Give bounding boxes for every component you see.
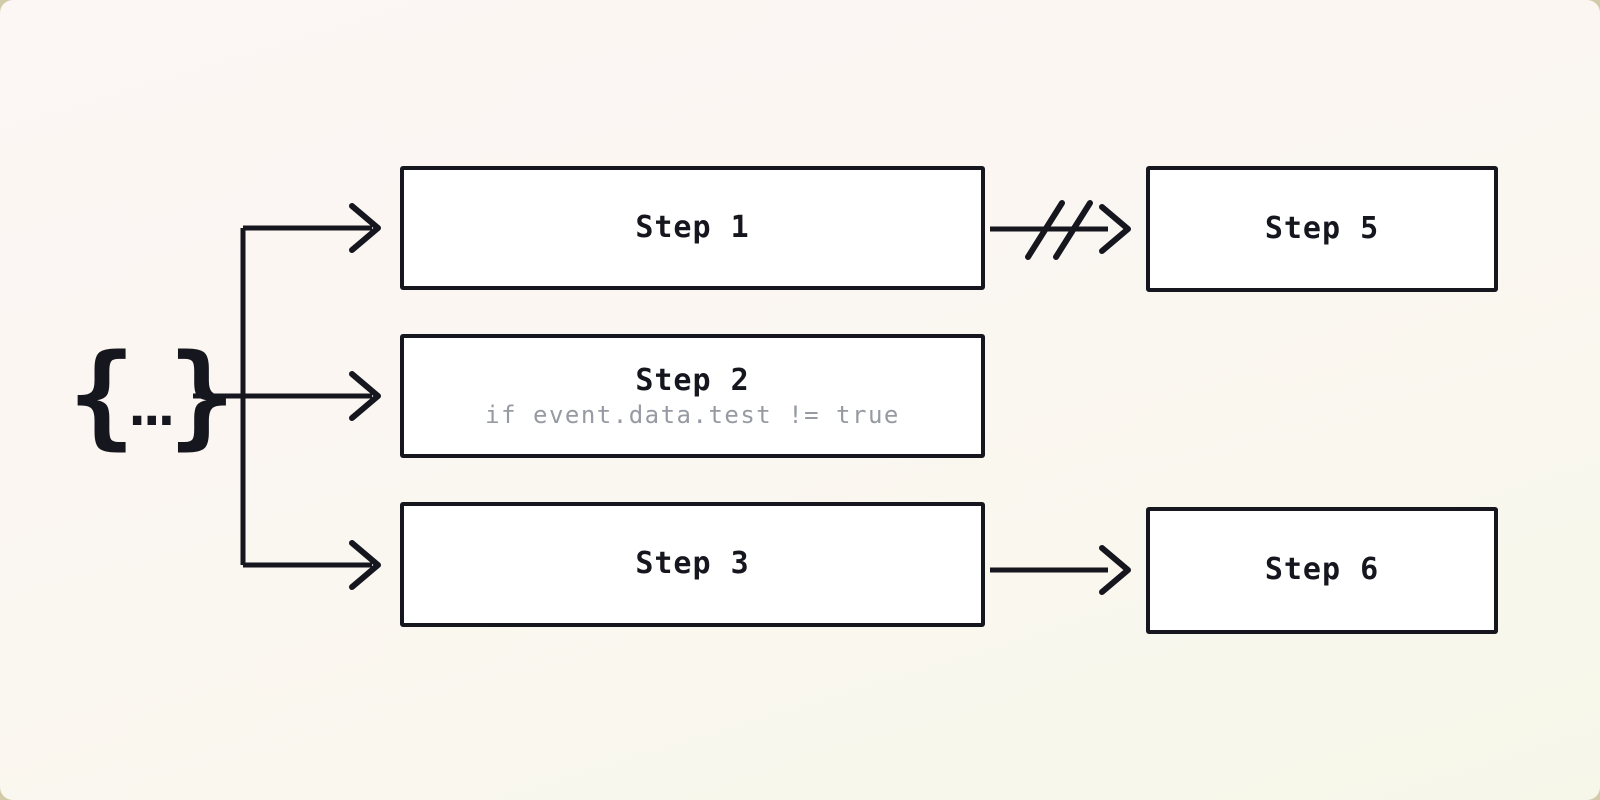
arrowhead-step5: [1099, 204, 1131, 254]
brace-left: {: [68, 331, 136, 461]
node-step-6: Step 6: [1146, 507, 1498, 634]
event-payload-symbol: { ... }: [68, 331, 236, 461]
arrowhead-step1: [349, 203, 381, 253]
brace-right: }: [168, 331, 236, 461]
node-step-3: Step 3: [400, 502, 985, 627]
node-label: Step 6: [1264, 552, 1380, 588]
node-label: Step 3: [635, 546, 750, 582]
ellipsis-dots: ...: [121, 378, 182, 438]
node-label: Step 1: [635, 209, 750, 245]
node-condition: if event.data.test != true: [485, 400, 900, 429]
node-step-5: Step 5: [1146, 166, 1498, 292]
node-step-1: Step 1: [400, 166, 985, 290]
cancel-slash-marks: [1025, 200, 1093, 260]
arrowheads-left: [349, 203, 381, 590]
node-step-2: Step 2 if event.data.test != true: [400, 334, 985, 458]
arrowhead-step6: [1099, 545, 1131, 595]
node-label: Step 5: [1264, 210, 1380, 246]
arrow-step3-step6: [990, 545, 1131, 595]
arrowhead-step2: [349, 371, 381, 421]
cancelled-arrow-step1-step5: [990, 200, 1131, 260]
node-label: Step 2: [635, 363, 750, 399]
arrowhead-step3: [349, 540, 381, 590]
